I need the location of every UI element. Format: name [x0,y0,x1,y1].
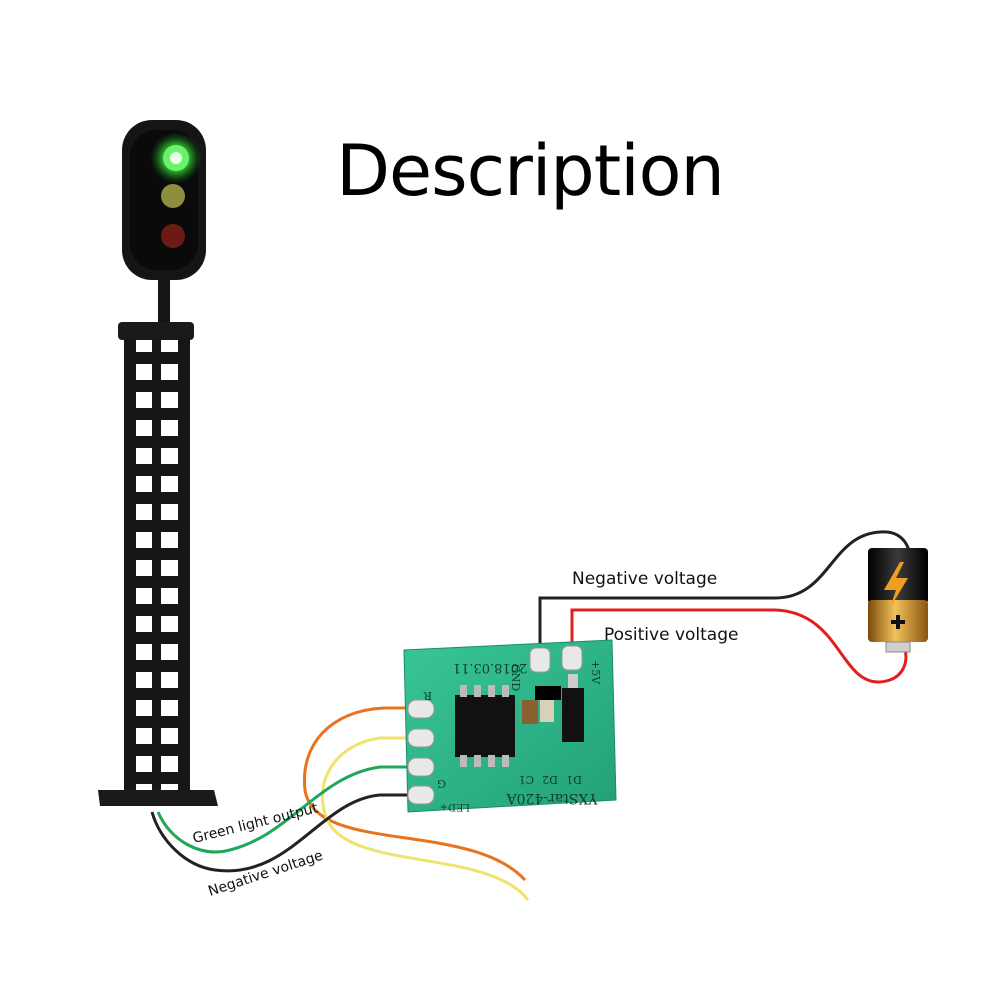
wire-negative-top [538,530,912,648]
mast-rail-right [178,338,190,798]
component-c1 [522,700,538,724]
board-gnd: GND [509,664,522,691]
board-led-plus: LED+ [440,801,470,812]
lamp-yellow [161,184,185,208]
label-negative-voltage-bottom: Negative voltage [206,848,325,900]
lamp-red [161,224,185,248]
board-model: YXStar-420A [506,790,599,806]
board-r: R [423,689,432,702]
label-positive-voltage: Positive voltage [604,625,738,645]
board-c1: C1 [519,773,534,786]
page-title: Description [336,130,725,212]
component-regulator [562,688,584,742]
mast-rungs [124,352,190,784]
battery-icon [868,548,928,653]
wire-yellow [320,736,530,901]
lightning-icon [884,562,908,608]
mast-base [98,790,218,806]
label-negative-voltage-top: Negative voltage [572,569,717,589]
mast-rail-left [124,338,136,798]
wire-orange [302,706,527,882]
board-g: G [437,777,446,790]
component-d2 [540,700,554,722]
mast-rail-mid [152,338,161,798]
pcb-board [403,639,617,813]
wire-negative-bottom [150,793,415,873]
mast-cap [118,322,194,340]
board-d2: D2 [542,773,558,786]
battery-plus-v [896,615,900,629]
ic-chip [455,695,515,757]
wire-positive [570,608,908,684]
board-5v: +5V [589,660,602,685]
traffic-signal-icon [98,120,218,806]
board-date: 2018.03.11 [453,660,527,675]
component-d1 [535,686,561,700]
board-d1: D1 [566,773,582,786]
signal-stem [158,280,170,326]
wire-green [156,765,415,854]
lamp-green-center [170,152,182,164]
